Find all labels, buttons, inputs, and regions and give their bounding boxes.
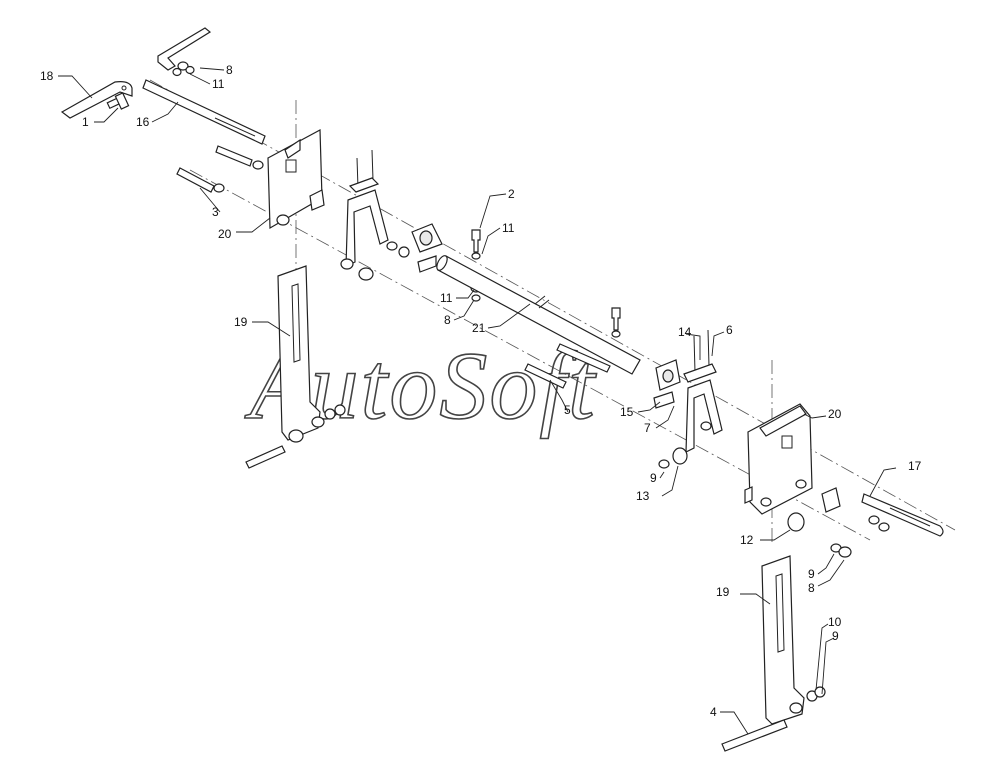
callout-19: 19 xyxy=(716,585,730,599)
side-plate-left-20 xyxy=(267,129,325,230)
bolt-part-1 xyxy=(106,92,130,110)
bolt-right-upper xyxy=(611,307,621,338)
callout-16: 16 xyxy=(136,115,150,129)
callout-20: 20 xyxy=(828,407,842,421)
bushings-part-12 xyxy=(787,487,841,532)
u-bracket-right xyxy=(683,329,723,453)
callout-15: 15 xyxy=(620,405,634,419)
callout-10: 10 xyxy=(828,615,842,629)
washers-right xyxy=(830,543,852,558)
u-bracket-left xyxy=(340,149,389,281)
callout-5: 5 xyxy=(564,403,571,417)
bolt-part-5 xyxy=(524,343,611,389)
callout-4: 4 xyxy=(710,705,717,719)
callout-8: 8 xyxy=(444,313,451,327)
bracket-upper-left xyxy=(157,27,212,71)
bushing-part-13 xyxy=(658,447,688,469)
callout-13: 13 xyxy=(636,489,650,503)
callout-11: 11 xyxy=(212,77,225,91)
adjustment-arm-left-19 xyxy=(277,265,346,443)
callout-11: 11 xyxy=(440,291,453,305)
bolts-part-3 xyxy=(176,145,264,193)
washers-upper-left xyxy=(172,61,195,77)
callout-18: 18 xyxy=(40,69,54,83)
bolt-part-2 xyxy=(471,229,481,260)
link-part-16 xyxy=(142,79,266,145)
callout-14: 14 xyxy=(678,325,692,339)
callout-17: 17 xyxy=(908,459,922,473)
callout-8: 8 xyxy=(226,63,233,77)
side-plate-right-20 xyxy=(744,403,813,515)
callout-20: 20 xyxy=(218,227,232,241)
callout-9: 9 xyxy=(808,567,815,581)
callout-1: 1 xyxy=(82,115,89,129)
clamp-block-right xyxy=(653,359,681,409)
bolt-left-lower xyxy=(245,445,286,469)
callout-19: 19 xyxy=(234,315,248,329)
callout-8: 8 xyxy=(808,581,815,595)
callout-7: 7 xyxy=(644,421,651,435)
callout-21: 21 xyxy=(472,321,486,335)
callout-labels: 18 8 11 1 16 3 20 2 11 11 8 21 19 5 14 6… xyxy=(40,63,922,719)
callout-9: 9 xyxy=(832,629,839,643)
callout-11: 11 xyxy=(502,221,515,235)
clamp-block-left xyxy=(386,223,443,273)
leader-lines xyxy=(58,67,897,735)
callout-2: 2 xyxy=(508,187,515,201)
lever-part-18 xyxy=(60,81,133,119)
callout-12: 12 xyxy=(740,533,754,547)
callout-3: 3 xyxy=(212,205,219,219)
callout-6: 6 xyxy=(726,323,733,337)
shaft-part-21 xyxy=(436,255,641,375)
link-part-17 xyxy=(861,493,944,537)
bolt-part-4 xyxy=(721,719,788,752)
adjustment-arm-right-19 xyxy=(761,555,826,725)
callout-9: 9 xyxy=(650,471,657,485)
